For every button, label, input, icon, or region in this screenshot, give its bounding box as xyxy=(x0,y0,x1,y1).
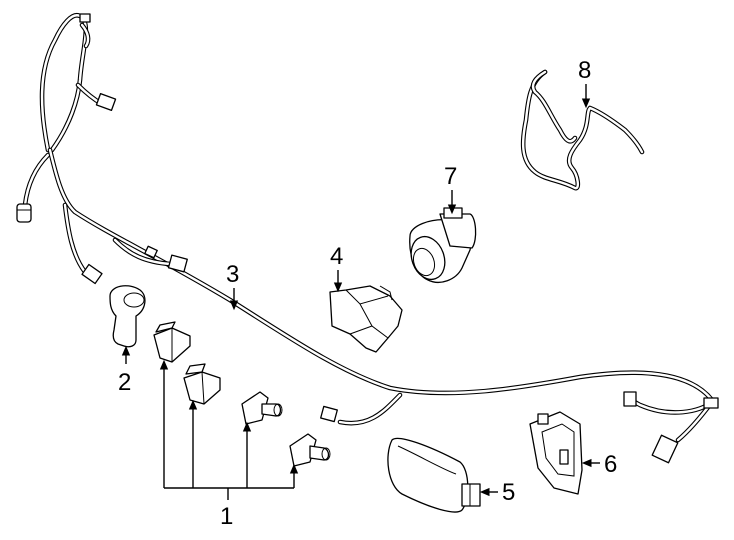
camera-assembly xyxy=(409,207,477,283)
callout-5: 5 xyxy=(502,479,515,506)
connector-right-lower xyxy=(651,434,679,464)
harness-clip-right xyxy=(703,397,719,409)
sensor-bracket xyxy=(109,285,146,348)
cover-module xyxy=(387,437,481,513)
connector-round-plug xyxy=(16,203,32,223)
camera-bracket xyxy=(329,285,403,353)
callout-2: 2 xyxy=(118,369,131,396)
connector-top-clip xyxy=(79,13,91,23)
connector-right-upper xyxy=(623,391,637,407)
parking-sensor-4 xyxy=(289,433,331,467)
callout-1: 1 xyxy=(220,503,233,530)
parking-sensor-3 xyxy=(241,391,283,425)
callout-6: 6 xyxy=(604,451,617,478)
parking-sensor-2 xyxy=(183,363,221,405)
callout-7: 7 xyxy=(444,163,457,190)
connector-mid xyxy=(167,254,188,273)
connector-left-lower xyxy=(81,263,103,285)
sub-harness xyxy=(520,69,645,191)
connector-center xyxy=(320,405,338,423)
wiring-harness xyxy=(16,13,719,464)
parking-sensor-1 xyxy=(153,321,191,363)
connector-upper xyxy=(95,92,117,112)
control-module xyxy=(529,411,583,495)
callout-4: 4 xyxy=(330,243,343,270)
callout-3: 3 xyxy=(226,261,239,288)
callout-8: 8 xyxy=(578,57,591,84)
leader-lines xyxy=(121,84,600,500)
